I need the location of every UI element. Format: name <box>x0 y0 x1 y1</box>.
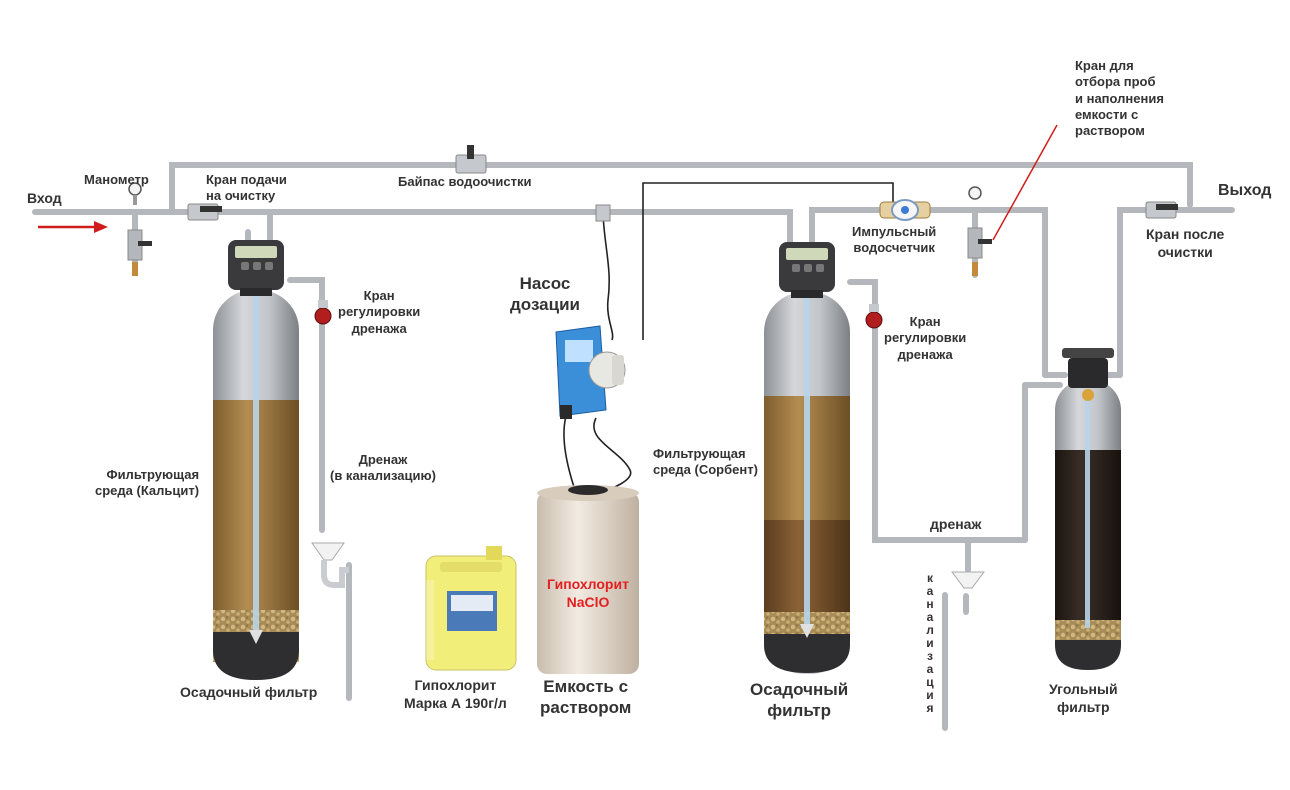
sediment-filter-1 <box>213 240 299 680</box>
bypass-valve-icon <box>455 145 487 174</box>
sediment-filter-1-label: Осадочный фильтр <box>180 684 318 700</box>
control-valve-icon <box>779 242 835 298</box>
drain-pipe-1 <box>287 277 325 533</box>
drain-label: дренаж <box>930 516 982 532</box>
control-valve-icon <box>228 240 284 296</box>
carbon-filter <box>1055 348 1121 670</box>
funnel-icon <box>311 542 349 588</box>
manometer-label: Манометр <box>84 172 149 187</box>
drain-pipe-2 <box>847 279 1028 543</box>
drain-valve-icon <box>865 304 883 329</box>
drain-valve-icon <box>314 300 332 325</box>
dosing-pump-label: Насос дозации <box>510 274 580 315</box>
injection-tee <box>595 204 611 222</box>
sewer-vertical-label: канализация <box>926 571 934 715</box>
solution-tank <box>537 485 639 674</box>
canister-icon <box>425 546 517 671</box>
ball-valve-icon <box>187 203 222 221</box>
media-sorbent-label: Фильтрующая среда (Сорбент) <box>653 446 758 478</box>
tank-hypochlorite-text: Гипохлорит NaClO <box>547 576 629 611</box>
sampling-pointer <box>992 124 1058 241</box>
sampling-valve-label: Кран для отбора проб и наполнения емкост… <box>1075 58 1164 138</box>
carbon-filter-label: Угольный фильтр <box>1049 681 1118 715</box>
solution-tank-label: Емкость с раствором <box>540 677 632 718</box>
after-valve-icon <box>1145 201 1178 219</box>
sediment-filter-2-label: Осадочный фильтр <box>750 680 849 721</box>
main-pipe <box>267 209 793 251</box>
funnel-icon <box>951 571 985 589</box>
control-valve-icon <box>1062 348 1114 401</box>
bypass-label: Байпас водоочистки <box>398 174 532 189</box>
supply-valve-label: Кран подачи на очистку <box>206 172 287 204</box>
pulse-meter-label: Импульсный водосчетчик <box>852 224 937 256</box>
sampling-valve-icon <box>967 186 992 276</box>
bypass-pipe <box>169 162 1193 215</box>
drain-valve-1-label: Кран регулировки дренажа <box>338 288 421 336</box>
manometer-icon <box>127 182 152 276</box>
water-meter-icon <box>879 199 931 221</box>
sediment-filter-2 <box>764 242 850 674</box>
outlet-label: Выход <box>1218 182 1272 199</box>
inlet-arrow-icon <box>38 221 108 233</box>
after-valve-label: Кран после очистки <box>1146 226 1225 260</box>
drain-valve-2-label: Кран регулировки дренажа <box>884 314 967 362</box>
media-calcite-label: Фильтрующая среда (Кальцит) <box>95 467 200 499</box>
hypochlorite-brand-label: Гипохлорит Марка А 190г/л <box>404 677 507 711</box>
pump-icon <box>555 325 626 419</box>
outlet-pipe <box>1117 207 1235 378</box>
drain-sewer-label: Дренаж (в канализацию) <box>330 452 436 484</box>
inlet-label: Вход <box>27 190 62 206</box>
